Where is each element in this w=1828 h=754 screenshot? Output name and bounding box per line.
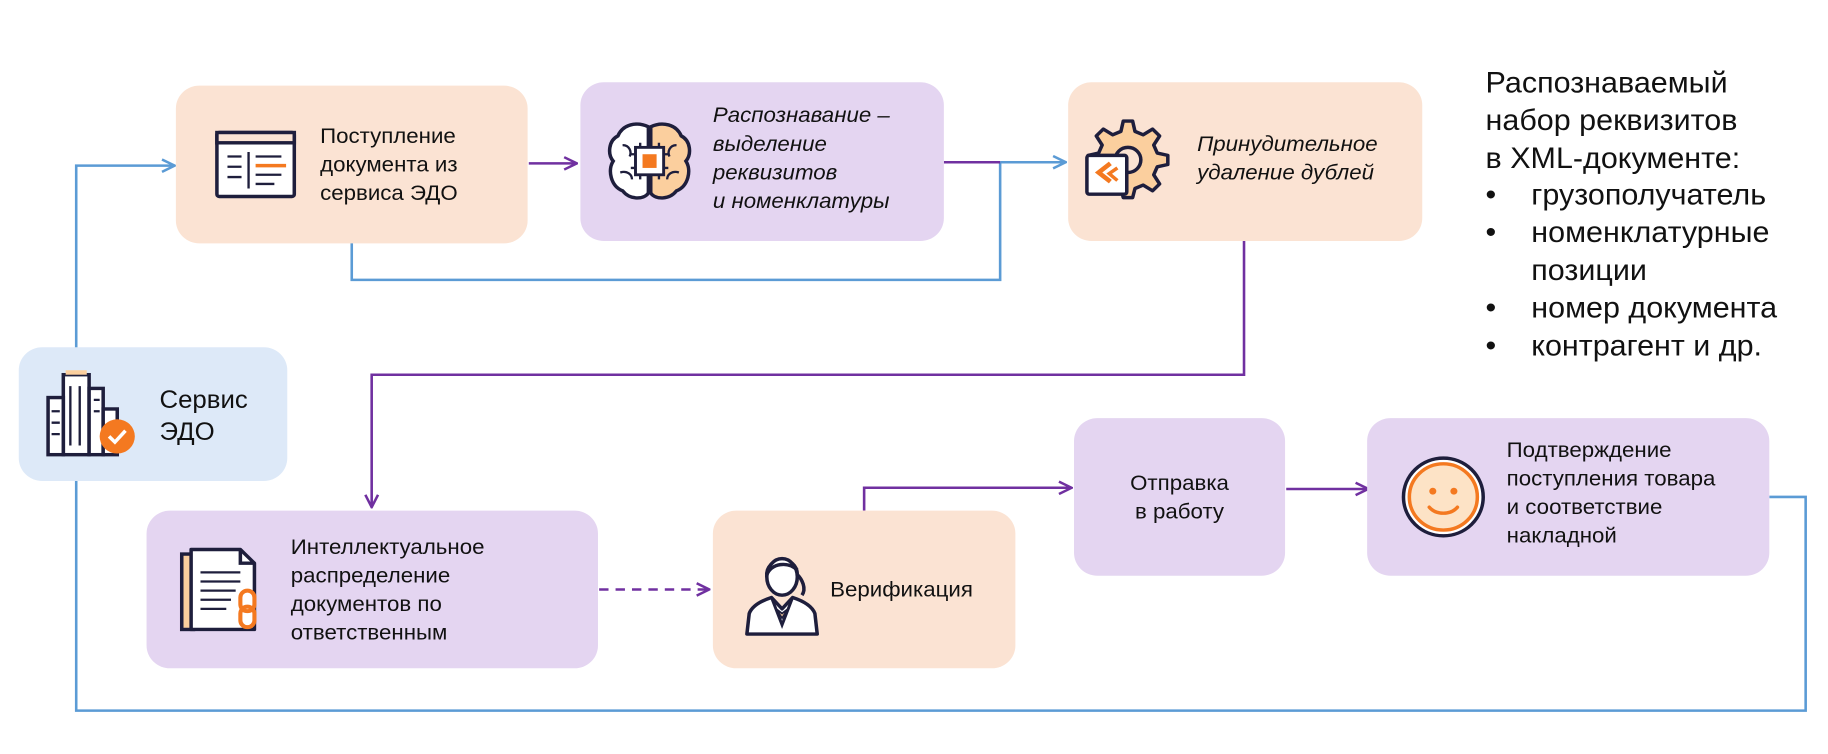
- node-dedup: Принудительное удаление дублей: [1068, 82, 1423, 242]
- document-window-icon: [215, 130, 297, 199]
- document-chain-icon: [179, 547, 257, 632]
- notes-item: контрагент и др.: [1486, 327, 1778, 365]
- node-verification-label: Верификация: [830, 578, 973, 603]
- node-edo-service-label: Сервис ЭДО: [159, 384, 248, 446]
- brain-chip-icon: [607, 122, 692, 200]
- notes-item: номер документа: [1486, 289, 1778, 327]
- node-confirmation: Подтверждение поступления товара и соотв…: [1367, 418, 1770, 576]
- notes-item: грузополучатель: [1486, 176, 1778, 214]
- confirmation-return-line: [74, 479, 1807, 712]
- node-dispatch: Отправка в работу: [1074, 418, 1286, 576]
- edo-to-receipt-arrow: [74, 166, 174, 349]
- node-distribution-label: Интеллектуальное распределение документо…: [290, 535, 485, 646]
- node-dispatch-label: Отправка в работу: [1130, 471, 1229, 525]
- receipt-bypass-line: [350, 162, 1002, 282]
- smiley-face-icon: [1401, 456, 1485, 538]
- notes-title: Распознаваемый набор реквизитов в XML-до…: [1485, 65, 1741, 175]
- gear-logo-icon: [1085, 119, 1170, 200]
- notes-list: грузополучатель номенклатурные позиции н…: [1486, 176, 1778, 364]
- notes-item: номенклатурные позиции: [1486, 214, 1778, 289]
- verification-to-dispatch-arrow: [862, 488, 1072, 511]
- node-distribution: Интеллектуальное распределение документо…: [146, 510, 598, 669]
- operator-woman-icon: [745, 556, 819, 636]
- node-verification: Верификация: [712, 510, 1016, 669]
- node-receipt: Поступление документа из сервиса ЭДО: [175, 85, 528, 244]
- node-dedup-label: Принудительное удаление дублей: [1197, 132, 1378, 186]
- node-receipt-label: Поступление документа из сервиса ЭДО: [320, 124, 458, 206]
- node-confirmation-label: Подтверждение поступления товара и соотв…: [1506, 438, 1716, 549]
- node-edo-service: Сервис ЭДО: [18, 347, 288, 481]
- node-recognition-label: Распознавание – выделение реквизитов и н…: [712, 103, 890, 214]
- dedup-to-distribution-arrow: [372, 239, 1246, 507]
- node-recognition: Распознавание – выделение реквизитов и н…: [580, 82, 944, 242]
- office-buildings-check-icon: [46, 370, 135, 457]
